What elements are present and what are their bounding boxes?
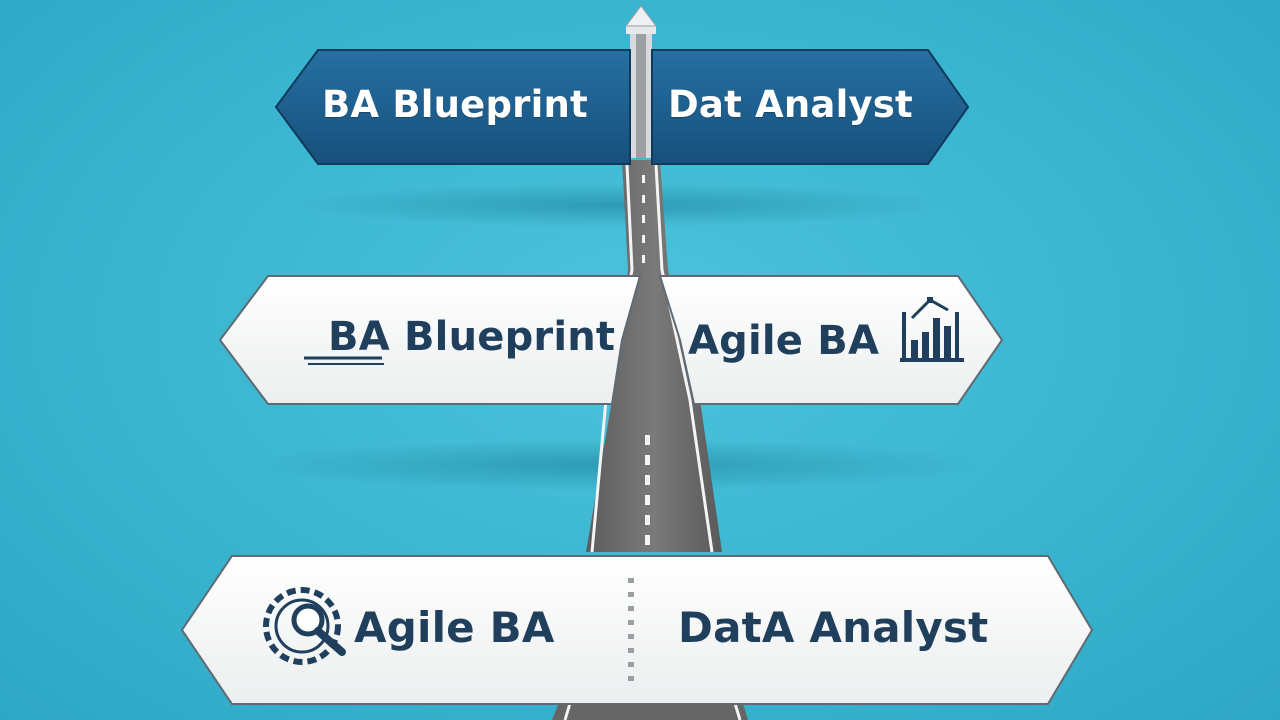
bottom-sign-left-label: Agile BA [354,603,555,652]
bar-chart-icon [900,297,964,362]
shadow-top [290,183,950,227]
middle-sign-right-label: Agile BA [688,318,880,364]
bottom-sign-right-label: DatA Analyst [678,603,989,652]
middle-sign [218,275,1004,405]
bottom-sign [180,555,1094,705]
top-sign [274,49,970,165]
signpost-pole [625,5,657,158]
middle-sign-left-label: BA Blueprint [328,314,616,360]
top-sign-left-label: BA Blueprint [322,83,588,126]
top-sign-right-label: Dat Analyst [668,83,913,126]
blueprint-underline-icon [304,356,384,365]
gear-magnifier-icon [263,587,346,665]
